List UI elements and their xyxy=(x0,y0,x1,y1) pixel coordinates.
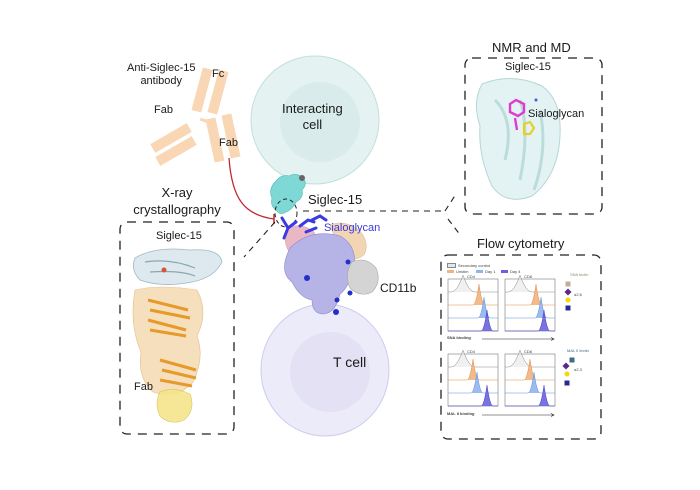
axis-arrow xyxy=(482,413,555,417)
histogram-trace xyxy=(448,372,498,394)
nmr-siglec-label: Siglec-15 xyxy=(505,61,551,73)
interacting-cell xyxy=(250,55,380,185)
histogram-trace xyxy=(448,310,498,332)
nmr-sialoglycan-label: Sialoglycan xyxy=(528,108,585,120)
panel-title-mal-cd8: CD8 xyxy=(524,349,533,354)
antibody-title-line1: Anti-Siglec-15 xyxy=(127,62,196,74)
inhibition-arrow xyxy=(228,157,275,220)
galactose-icon xyxy=(565,297,571,303)
nmr-title: NMR and MD xyxy=(492,40,571,55)
legend-swatch xyxy=(447,263,456,268)
sialoglycan-label: Sialoglycan xyxy=(324,222,381,234)
flow-plots xyxy=(447,274,575,417)
sna-axis-label: SNA binding xyxy=(447,335,471,340)
legend-label: Unstim xyxy=(456,269,469,274)
interacting-cell-line2: cell xyxy=(302,117,323,132)
glcnac-icon xyxy=(565,305,571,311)
histogram-trace xyxy=(448,385,498,407)
mal-lectin-icon xyxy=(569,357,575,363)
sna-linkage-label: α2,6 xyxy=(574,292,582,297)
panel-title-sna-cd8: CD8 xyxy=(524,274,533,279)
legend-swatch xyxy=(476,270,483,273)
sialic-acid-icon xyxy=(562,362,570,370)
zoom-circle xyxy=(274,198,298,228)
histogram-trace xyxy=(505,274,555,293)
xray-box xyxy=(119,221,235,435)
xray-structure xyxy=(132,248,223,423)
sna-lectin-label: SNA lectin xyxy=(570,272,589,277)
legend-item-unstim: Unstim xyxy=(447,269,468,274)
mal-linkage-label: α2,3 xyxy=(574,367,582,372)
sialic-acid-icon xyxy=(564,288,572,296)
mal-lectin-label: MAL II lectin xyxy=(567,348,589,353)
t-cell-label: T cell xyxy=(333,354,367,370)
axis-arrow xyxy=(482,337,555,341)
legend-label: Day 4 xyxy=(510,269,521,274)
legend-item-day1: Day 1 xyxy=(476,269,495,274)
nmr-structure xyxy=(476,78,561,200)
histogram-trace xyxy=(448,274,498,293)
xray-siglec-label: Siglec-15 xyxy=(156,230,202,242)
t-cell xyxy=(260,303,390,437)
cd11b-complex xyxy=(284,222,379,315)
sialoglycan-branches xyxy=(280,214,328,240)
flow-title: Flow cytometry xyxy=(477,236,565,251)
legend-item-secondary: Secondary control xyxy=(447,263,490,268)
histogram-trace xyxy=(505,385,555,407)
histogram-trace xyxy=(448,297,498,319)
histogram-trace xyxy=(505,297,555,319)
flow-box xyxy=(440,254,602,440)
xray-title: X-ray crystallography xyxy=(122,184,232,218)
fab-right-label: Fab xyxy=(219,137,238,149)
interacting-cell-line1: Interacting xyxy=(282,101,343,116)
legend-swatch xyxy=(447,270,454,273)
connector-lines xyxy=(243,193,462,258)
glcnac-icon xyxy=(564,380,570,386)
sna-lectin-icon xyxy=(565,281,571,287)
panel-title-mal-cd4: CD4 xyxy=(467,349,476,354)
histogram-trace xyxy=(505,372,555,394)
antibody-title-line2: antibody xyxy=(140,75,183,87)
galactose-icon xyxy=(564,371,570,377)
fc-label: Fc xyxy=(212,68,225,80)
cd11b-label: CD11b xyxy=(380,281,417,295)
mal-axis-label: MAL II binding xyxy=(447,411,475,416)
antibody-title: Anti-Siglec-15 antibody xyxy=(127,62,195,88)
legend-swatch xyxy=(501,270,508,273)
legend-item-day4: Day 4 xyxy=(501,269,520,274)
xray-title-line2: crystallography xyxy=(133,202,221,217)
antibody-shape xyxy=(150,67,241,166)
panel-title-sna-cd4: CD4 xyxy=(467,274,476,279)
siglec-15-label: Siglec-15 xyxy=(308,192,363,207)
interacting-cell-label: Interacting cell xyxy=(282,101,343,133)
legend-label: Secondary control xyxy=(458,263,491,268)
siglec-15-protein xyxy=(270,174,306,214)
fab-left-label: Fab xyxy=(154,104,173,116)
xray-title-line1: X-ray xyxy=(161,185,193,200)
legend-label: Day 1 xyxy=(485,269,496,274)
histogram-trace xyxy=(505,310,555,332)
xray-fab-label: Fab xyxy=(134,381,153,393)
